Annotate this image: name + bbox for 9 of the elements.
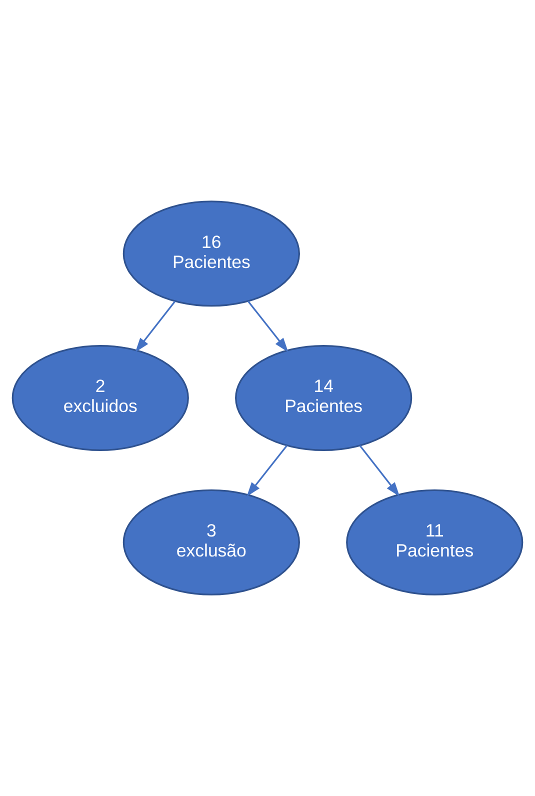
arrow [135,300,176,352]
arrow [246,445,288,497]
node-ellipse: 2 excluidos [12,344,189,452]
node-ellipse: 14 Pacientes [235,344,412,452]
node-ellipse: 3 exclusão [122,489,300,596]
node-ellipse: 11 Pacientes [346,489,524,596]
node-ellipse: 16 Pacientes [122,200,300,307]
arrow [248,300,288,352]
arrow [359,445,400,497]
